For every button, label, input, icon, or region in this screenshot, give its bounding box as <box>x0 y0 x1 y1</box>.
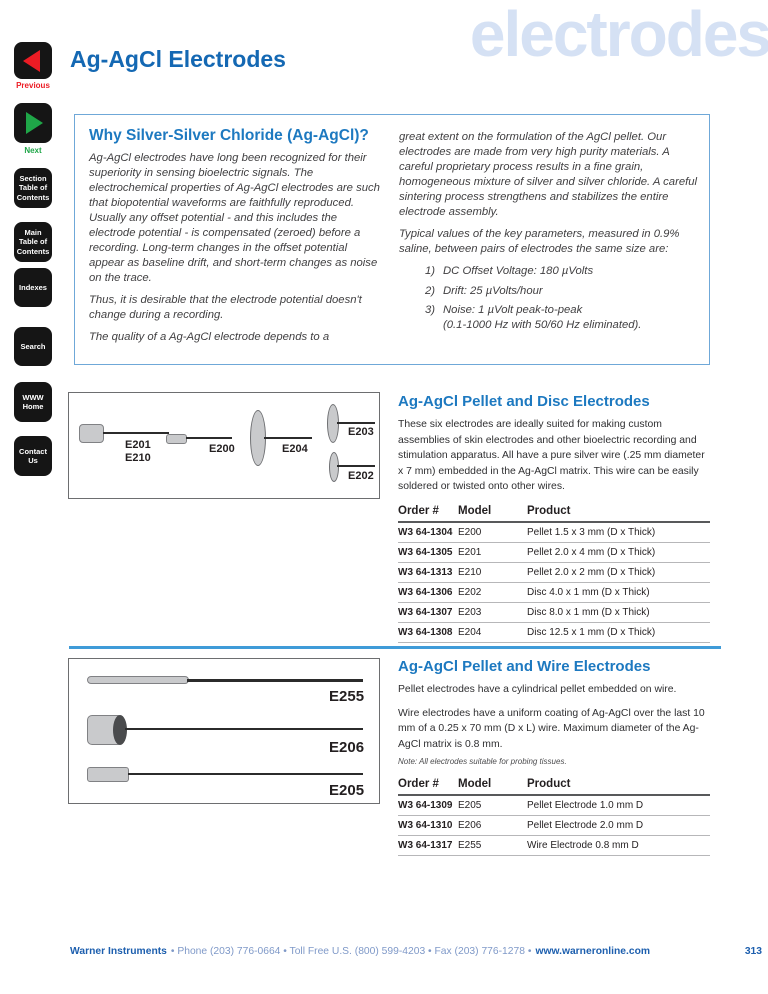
diagram-label-e203: E203 <box>348 426 374 438</box>
www-home-label: WWW Home <box>22 392 44 411</box>
diagram-label-e200: E200 <box>209 443 235 455</box>
electrode-wire <box>337 465 375 467</box>
table-row: W3 64-1307 E203 Disc 8.0 x 1 mm (D x Thi… <box>398 602 710 624</box>
pellet-wire-section: Ag-AgCl Pellet and Wire Electrodes Pelle… <box>398 658 710 857</box>
pellet-wire-diagram: E255 E206 E205 <box>68 658 380 804</box>
electrode-wire <box>186 437 232 439</box>
indexes-button[interactable]: Indexes <box>14 268 52 307</box>
column-header-model: Model <box>458 776 527 797</box>
intro-paragraph: Typical values of the key parameters, me… <box>399 228 680 256</box>
table-row: W3 64-1313 E210 Pellet 2.0 x 2 mm (D x T… <box>398 562 710 584</box>
main-toc-label: Main Table of Contents <box>16 227 50 256</box>
intro-paragraph: The quality of a Ag-AgCl electrode depen… <box>89 331 330 344</box>
next-arrow-icon <box>26 112 43 134</box>
pellet-disc-diagram: E201 E210 E200 E204 E203 E202 <box>68 392 380 499</box>
table-row: W3 64-1309 E205 Pellet Electrode 1.0 mm … <box>398 795 710 817</box>
page-footer: Warner Instruments • Phone (203) 776-066… <box>70 946 762 957</box>
electrode-wire <box>103 432 169 434</box>
section-description: Pellet electrodes have a cylindrical pel… <box>398 684 677 695</box>
wire-electrode-illustration <box>87 676 189 684</box>
key-parameters-list: 1) DC Offset Voltage: 180 µVolts 2) Drif… <box>425 264 699 333</box>
table-header-row: Order # Model Product <box>398 776 710 797</box>
www-home-button[interactable]: WWW Home <box>14 382 52 422</box>
intro-heading: Why Silver-Silver Chloride (Ag-AgCl)? <box>89 127 369 144</box>
disc-electrode-illustration <box>329 452 339 482</box>
intro-paragraph: Thus, it is desirable that the electrode… <box>89 294 362 322</box>
table-row: W3 64-1304 E200 Pellet 1.5 x 3 mm (D x T… <box>398 522 710 544</box>
section-toc-label: Section Table of Contents <box>16 173 50 202</box>
section-heading: Ag-AgCl Pellet and Wire Electrodes <box>398 658 651 675</box>
footer-contact-info: • Phone (203) 776-0664 • Toll Free U.S. … <box>170 946 532 957</box>
search-label: Search <box>20 341 46 351</box>
electrode-wire <box>128 773 363 775</box>
pellet-end-cap <box>113 715 127 745</box>
electrode-wire <box>264 437 312 439</box>
diagram-label-e204: E204 <box>282 443 308 455</box>
pellet-electrode-illustration <box>166 434 187 444</box>
intro-paragraph: Ag-AgCl electrodes have long been recogn… <box>89 152 380 285</box>
column-header-product: Product <box>527 503 710 524</box>
electrode-wire <box>125 728 363 730</box>
pellet-disc-section: Ag-AgCl Pellet and Disc Electrodes These… <box>398 393 710 644</box>
watermark-text: electrodes <box>469 0 768 70</box>
electrode-wire <box>187 679 363 682</box>
contact-us-button[interactable]: Contact Us <box>14 436 52 476</box>
intro-right-column: great extent on the formulation of the A… <box>399 130 699 338</box>
list-item: 2) Drift: 25 µVolts/hour <box>425 284 543 297</box>
table-row: W3 64-1308 E204 Disc 12.5 x 1 mm (D x Th… <box>398 622 710 644</box>
table-row: W3 64-1306 E202 Disc 4.0 x 1 mm (D x Thi… <box>398 582 710 604</box>
column-header-product: Product <box>527 776 710 797</box>
next-button-label: Next <box>24 146 42 155</box>
diagram-label-e206: E206 <box>329 739 365 756</box>
search-button[interactable]: Search <box>14 327 52 366</box>
section-note: Note: All electrodes suitable for probin… <box>398 757 567 767</box>
diagram-label-e202: E202 <box>348 470 374 482</box>
intro-panel: Why Silver-Silver Chloride (Ag-AgCl)? Ag… <box>74 114 710 365</box>
pellet-electrode-illustration <box>79 424 104 443</box>
column-header-model: Model <box>458 503 527 524</box>
indexes-label: Indexes <box>19 282 47 292</box>
diagram-label-e255: E255 <box>329 688 365 705</box>
table-row: W3 64-1305 E201 Pellet 2.0 x 4 mm (D x T… <box>398 542 710 564</box>
section-divider <box>69 646 721 649</box>
table-row: W3 64-1310 E206 Pellet Electrode 2.0 mm … <box>398 815 710 837</box>
electrode-wire <box>337 422 375 424</box>
intro-paragraph: great extent on the formulation of the A… <box>399 131 698 219</box>
section-description: These six electrodes are ideally suited … <box>398 419 705 493</box>
diagram-label-e205: E205 <box>329 782 365 799</box>
column-header-order: Order # <box>398 776 458 797</box>
section-description: Wire electrodes have a uniform coating o… <box>398 707 705 750</box>
previous-button[interactable] <box>14 42 52 79</box>
section-heading: Ag-AgCl Pellet and Disc Electrodes <box>398 393 650 410</box>
page-title: Ag-AgCl Electrodes <box>70 46 286 72</box>
diagram-label-e201-e210: E201 E210 <box>125 439 151 464</box>
footer-website-link[interactable]: www.warneronline.com <box>535 946 651 957</box>
pellet-electrode-illustration <box>87 767 129 782</box>
list-item: 1) DC Offset Voltage: 180 µVolts <box>425 265 594 278</box>
pellet-wire-table: Order # Model Product W3 64-1309 E205 Pe… <box>398 776 710 857</box>
previous-button-label: Previous <box>16 81 50 90</box>
main-toc-button[interactable]: Main Table of Contents <box>14 222 52 262</box>
next-button[interactable] <box>14 103 52 143</box>
column-header-order: Order # <box>398 503 458 524</box>
intro-left-column: Ag-AgCl electrodes have long been recogn… <box>89 151 385 352</box>
footer-brand: Warner Instruments <box>70 946 167 957</box>
pellet-disc-table: Order # Model Product W3 64-1304 E200 Pe… <box>398 503 710 644</box>
table-header-row: Order # Model Product <box>398 503 710 524</box>
previous-arrow-icon <box>23 49 40 72</box>
section-toc-button[interactable]: Section Table of Contents <box>14 168 52 208</box>
table-row: W3 64-1317 E255 Wire Electrode 0.8 mm D <box>398 835 710 857</box>
contact-us-label: Contact Us <box>19 446 47 465</box>
list-item: 3) Noise: 1 µVolt peak-to-peak (0.1-1000… <box>425 304 642 332</box>
page-number: 313 <box>744 946 762 957</box>
